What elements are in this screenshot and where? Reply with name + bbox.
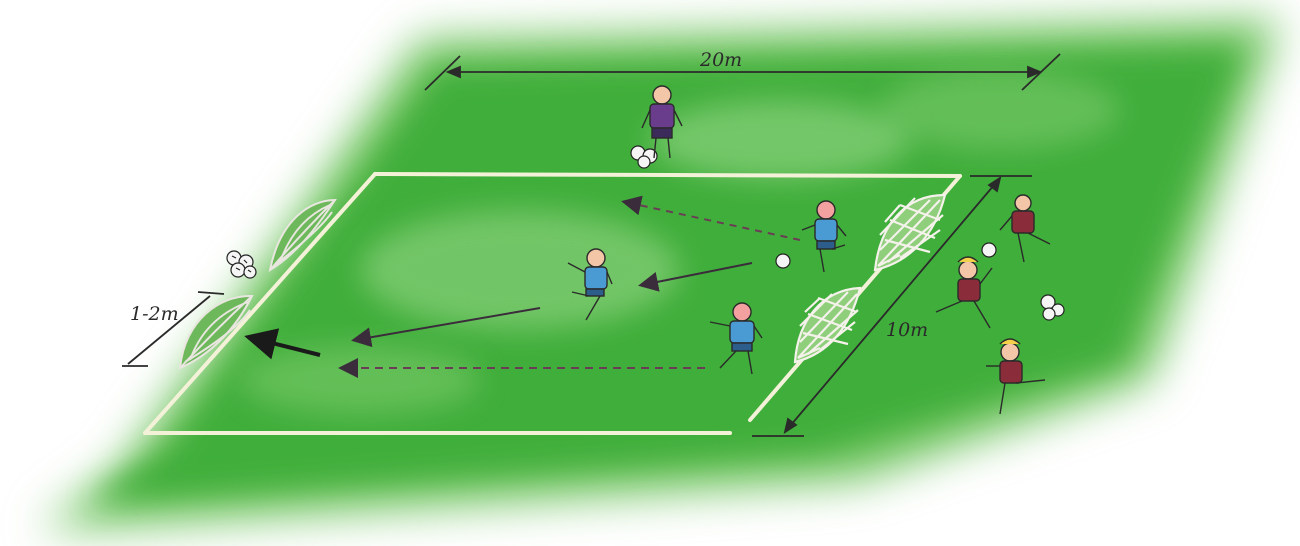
depth-label: 10m <box>886 319 928 341</box>
goal-width-label: 1-2m <box>130 303 179 325</box>
ball-pile-left <box>227 251 256 278</box>
ball-attacker <box>982 243 996 257</box>
ball-center <box>776 254 790 268</box>
width-label: 20m <box>699 49 742 71</box>
